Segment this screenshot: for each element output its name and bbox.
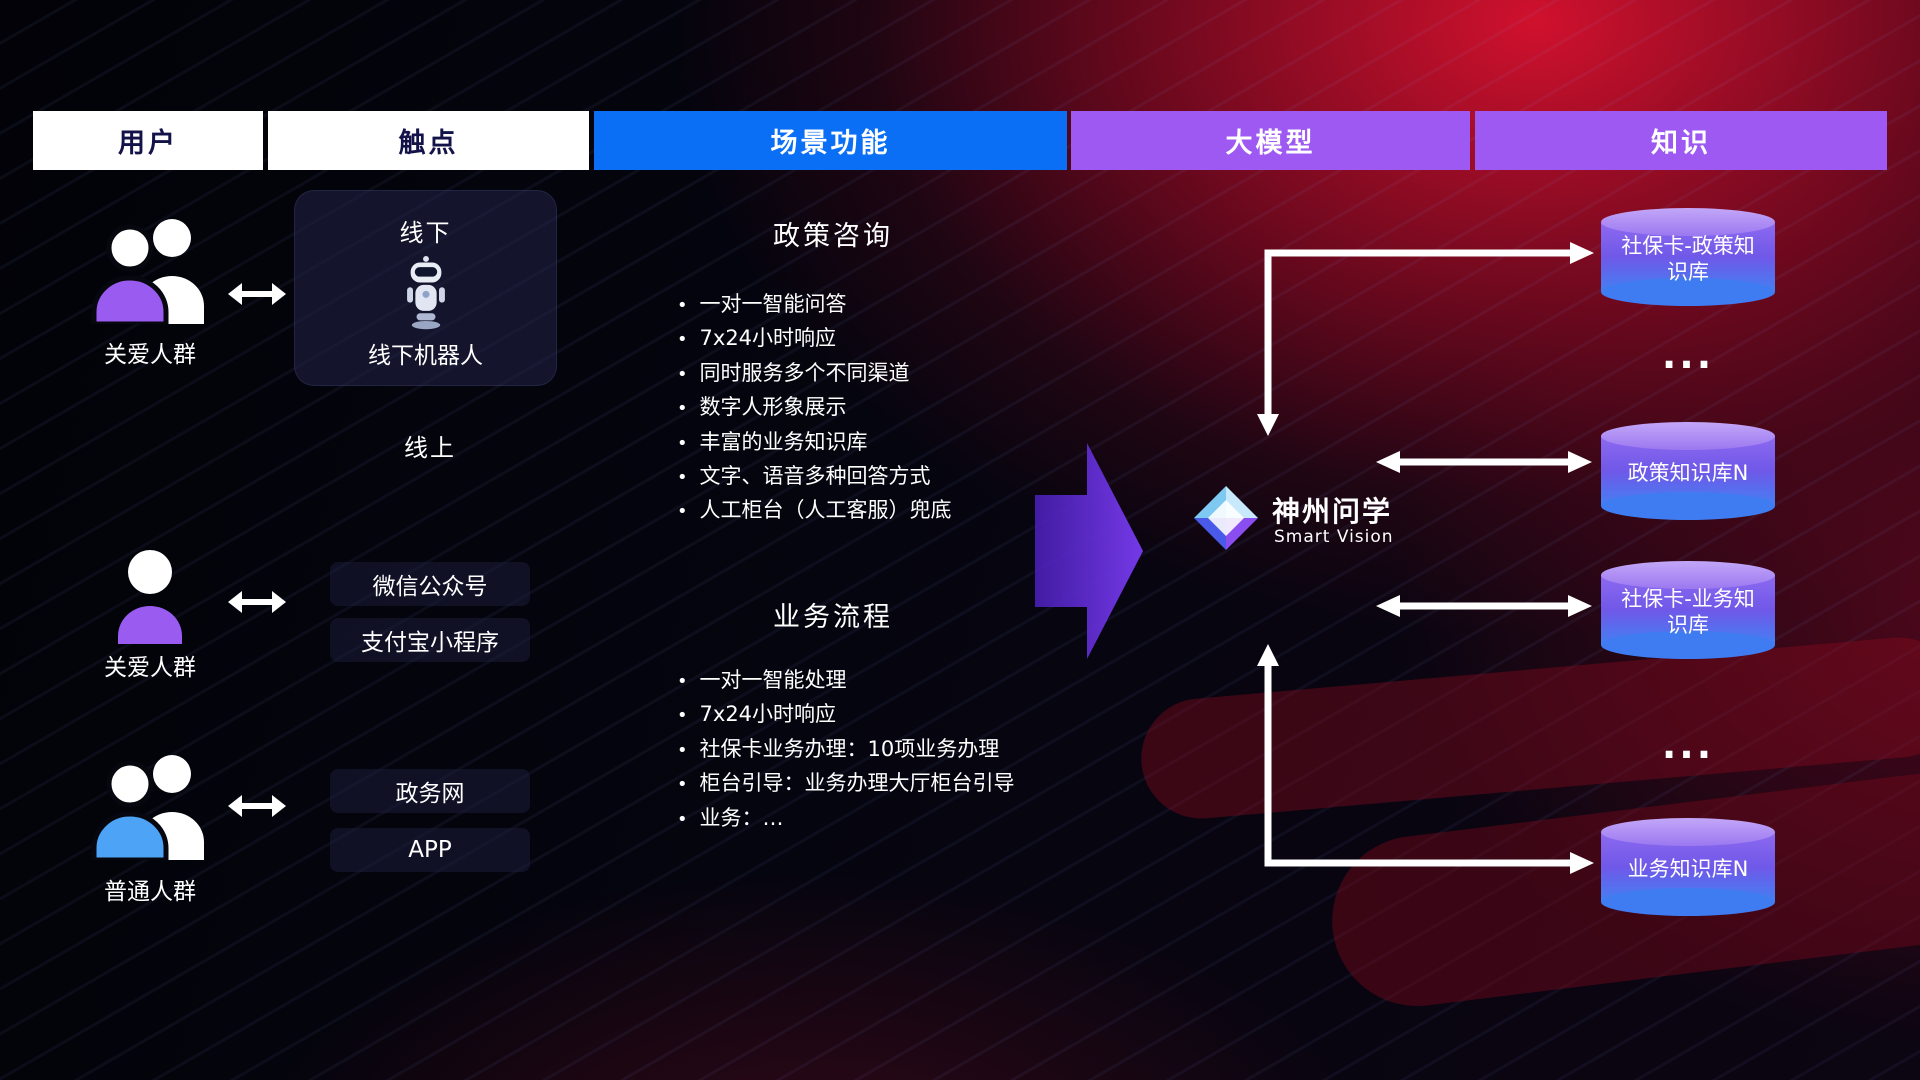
knowledge-db-cylinder: 社保卡-业务知识库 (1601, 561, 1775, 659)
double-arrow-icon (228, 591, 286, 613)
offline-robot-label: 线下机器人 (368, 343, 483, 369)
flow-arrow-right (1035, 443, 1143, 659)
user-group-label: 普通人群 (104, 879, 196, 905)
column-header-touchpoints: 触点 (268, 111, 589, 170)
gem-diamond-icon (1194, 486, 1258, 550)
column-header-users: 用户 (33, 111, 263, 170)
user-group-label: 关爱人群 (104, 342, 196, 368)
channel-wechat: 微信公众号 (330, 562, 530, 606)
online-title: 线上 (404, 434, 456, 462)
cylinder-label: 政策知识库N (1627, 460, 1749, 485)
feature-item: 数字人形象展示 (677, 391, 952, 425)
cylinder-label: 社保卡-政策知识库 (1621, 233, 1755, 284)
business-feature-list: 一对一智能处理 7x24小时响应 社保卡业务办理：10项业务办理 柜台引导：业务… (677, 664, 1015, 836)
cylinder-top (1601, 561, 1775, 589)
cylinder-label: 社保卡-业务知识库 (1621, 586, 1755, 637)
column-header-model: 大模型 (1071, 111, 1470, 170)
feature-item: 业务：… (677, 802, 1015, 836)
feature-item: 柜台引导：业务办理大厅柜台引导 (677, 767, 1015, 801)
offline-title: 线下 (399, 219, 452, 247)
knowledge-db-cylinder: 社保卡-政策知识库 (1601, 208, 1775, 306)
feature-item: 一对一智能问答 (677, 288, 952, 322)
feature-item: 同时服务多个不同渠道 (677, 357, 952, 391)
double-arrow-icon (228, 283, 286, 305)
user-group-label: 关爱人群 (104, 655, 196, 681)
channel-alipay: 支付宝小程序 (330, 618, 530, 662)
group-people-icon (91, 755, 204, 860)
column-header-scenarios: 场景功能 (594, 111, 1067, 170)
scenario-title-policy: 政策咨询 (773, 221, 893, 252)
knowledge-db-cylinder: 政策知识库N (1601, 422, 1775, 520)
feature-item: 社保卡业务办理：10项业务办理 (677, 733, 1015, 767)
feature-item: 7x24小时响应 (677, 698, 1015, 732)
feature-item: 7x24小时响应 (677, 322, 952, 356)
policy-feature-list: 一对一智能问答 7x24小时响应 同时服务多个不同渠道 数字人形象展示 丰富的业… (677, 288, 952, 529)
channel-app: APP (330, 828, 530, 872)
column-header-knowledge: 知识 (1475, 111, 1887, 170)
offline-touchpoint-panel: 线下 线下机器人 (294, 190, 557, 386)
group-people-icon (91, 219, 204, 324)
feature-item: 文字、语音多种回答方式 (677, 460, 952, 494)
feature-item: 人工柜台（人工客服）兜底 (677, 494, 952, 528)
feature-item: 丰富的业务知识库 (677, 426, 952, 460)
knowledge-db-cylinder: 业务知识库N (1601, 818, 1775, 916)
model-name: 神州问学 (1272, 495, 1393, 528)
robot-icon (406, 255, 445, 330)
channel-gov-web: 政务网 (330, 769, 530, 813)
ellipsis: ... (1661, 333, 1715, 377)
feature-item: 一对一智能处理 (677, 664, 1015, 698)
ellipsis: ... (1661, 723, 1715, 767)
person-icon (118, 550, 182, 644)
model-subtitle: Smart Vision (1274, 527, 1394, 547)
cylinder-label: 业务知识库N (1627, 856, 1749, 881)
scenario-title-business: 业务流程 (773, 602, 893, 633)
cylinder-top (1601, 818, 1775, 846)
cylinder-top (1601, 422, 1775, 450)
double-arrow-icon (228, 795, 286, 817)
cylinder-top (1601, 208, 1775, 236)
